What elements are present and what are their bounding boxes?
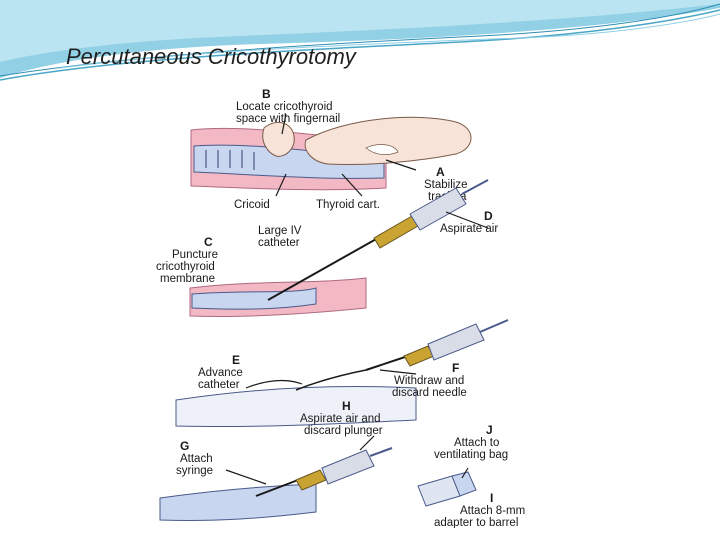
label-j: J xyxy=(486,423,493,437)
panel-puncture: D Aspirate air Large IV catheter C Punct… xyxy=(156,179,498,318)
label-i: I xyxy=(490,491,493,505)
label-e-text-1: Advance xyxy=(198,367,243,379)
label-e: E xyxy=(232,353,240,367)
label-h-text-2: discard plunger xyxy=(304,425,383,437)
label-h-text-1: Aspirate air and xyxy=(300,413,381,425)
arrow-j xyxy=(461,467,469,479)
header-swoosh-light xyxy=(0,0,720,62)
needle-f xyxy=(365,355,409,371)
trachea-cartilage-middle xyxy=(191,287,317,310)
cricothyrotomy-diagram: B Locate cricothyroid space with fingern… xyxy=(116,88,586,528)
label-large-iv-2: catheter xyxy=(258,237,300,249)
label-b-text-1: Locate cricothyroid xyxy=(236,101,333,113)
label-a: A xyxy=(436,165,445,179)
label-thyroid: Thyroid cart. xyxy=(316,199,380,211)
label-j-text-2: ventilating bag xyxy=(434,449,508,461)
fingernail xyxy=(365,144,399,156)
syringe-f-plunger xyxy=(479,319,509,333)
label-large-iv-1: Large IV xyxy=(258,225,302,237)
arrow-e xyxy=(245,379,303,389)
label-g: G xyxy=(180,439,189,453)
label-j-text-1: Attach to xyxy=(454,437,499,449)
neck-skin-lower xyxy=(175,386,417,428)
label-f-text-1: Withdraw and xyxy=(394,375,464,387)
label-c-text-2: cricothyroid xyxy=(156,261,215,273)
arrow-h xyxy=(359,435,375,451)
needle-c xyxy=(267,237,379,301)
arrow-g xyxy=(225,469,267,485)
label-e-text-2: catheter xyxy=(198,379,240,391)
label-g-text-2: syringe xyxy=(176,465,213,477)
label-b-text-2: space with fingernail xyxy=(236,113,340,125)
catheter-g xyxy=(255,479,299,497)
slide-title: Percutaneous Cricothyrotomy xyxy=(66,44,356,69)
cartilage-rings xyxy=(205,150,255,170)
label-d-text: Aspirate air xyxy=(440,223,498,235)
label-i-text-2: adapter to barrel xyxy=(434,517,518,528)
hand-a-graphic xyxy=(304,116,472,166)
label-c-text-3: membrane xyxy=(160,273,215,285)
syringe-f-body xyxy=(427,323,485,361)
finger-b-graphic xyxy=(262,121,295,157)
header-swoosh-graphic xyxy=(0,0,720,81)
label-f-text-2: discard needle xyxy=(392,387,467,399)
syringe-g-body xyxy=(321,449,375,485)
label-a-text-1: Stabilize xyxy=(424,179,467,191)
label-d: D xyxy=(484,209,493,223)
arrow-f xyxy=(379,369,417,375)
label-f: F xyxy=(452,361,459,375)
arrow-thyroid xyxy=(341,173,363,197)
neck-skin-bottom xyxy=(159,483,317,522)
catheter-e xyxy=(295,369,367,391)
header-swoosh-line-3 xyxy=(59,13,720,69)
arrow-b xyxy=(281,113,287,135)
panel-advance: E Advance catheter F Withdraw and discar… xyxy=(175,319,509,428)
label-c: C xyxy=(204,235,213,249)
arrow-a xyxy=(385,159,417,171)
label-g-text-1: Attach xyxy=(180,453,213,465)
label-h: H xyxy=(342,399,351,413)
connector-j xyxy=(451,471,477,497)
syringe-d-plunger xyxy=(461,179,489,195)
arrow-d xyxy=(445,211,489,229)
label-b: B xyxy=(262,88,271,101)
label-c-text-1: Puncture xyxy=(172,249,218,261)
label-cricoid: Cricoid xyxy=(234,199,270,211)
syringe-d-body xyxy=(409,187,467,231)
arrow-cricoid xyxy=(275,173,287,197)
header-swoosh-line-1 xyxy=(0,9,720,81)
panel-locate: B Locate cricothyroid space with fingern… xyxy=(190,88,472,211)
syringe-g-plunger xyxy=(369,447,393,457)
label-i-text-1: Attach 8-mm xyxy=(460,505,525,517)
panel-attach: H Aspirate air and discard plunger J Att… xyxy=(159,399,525,528)
